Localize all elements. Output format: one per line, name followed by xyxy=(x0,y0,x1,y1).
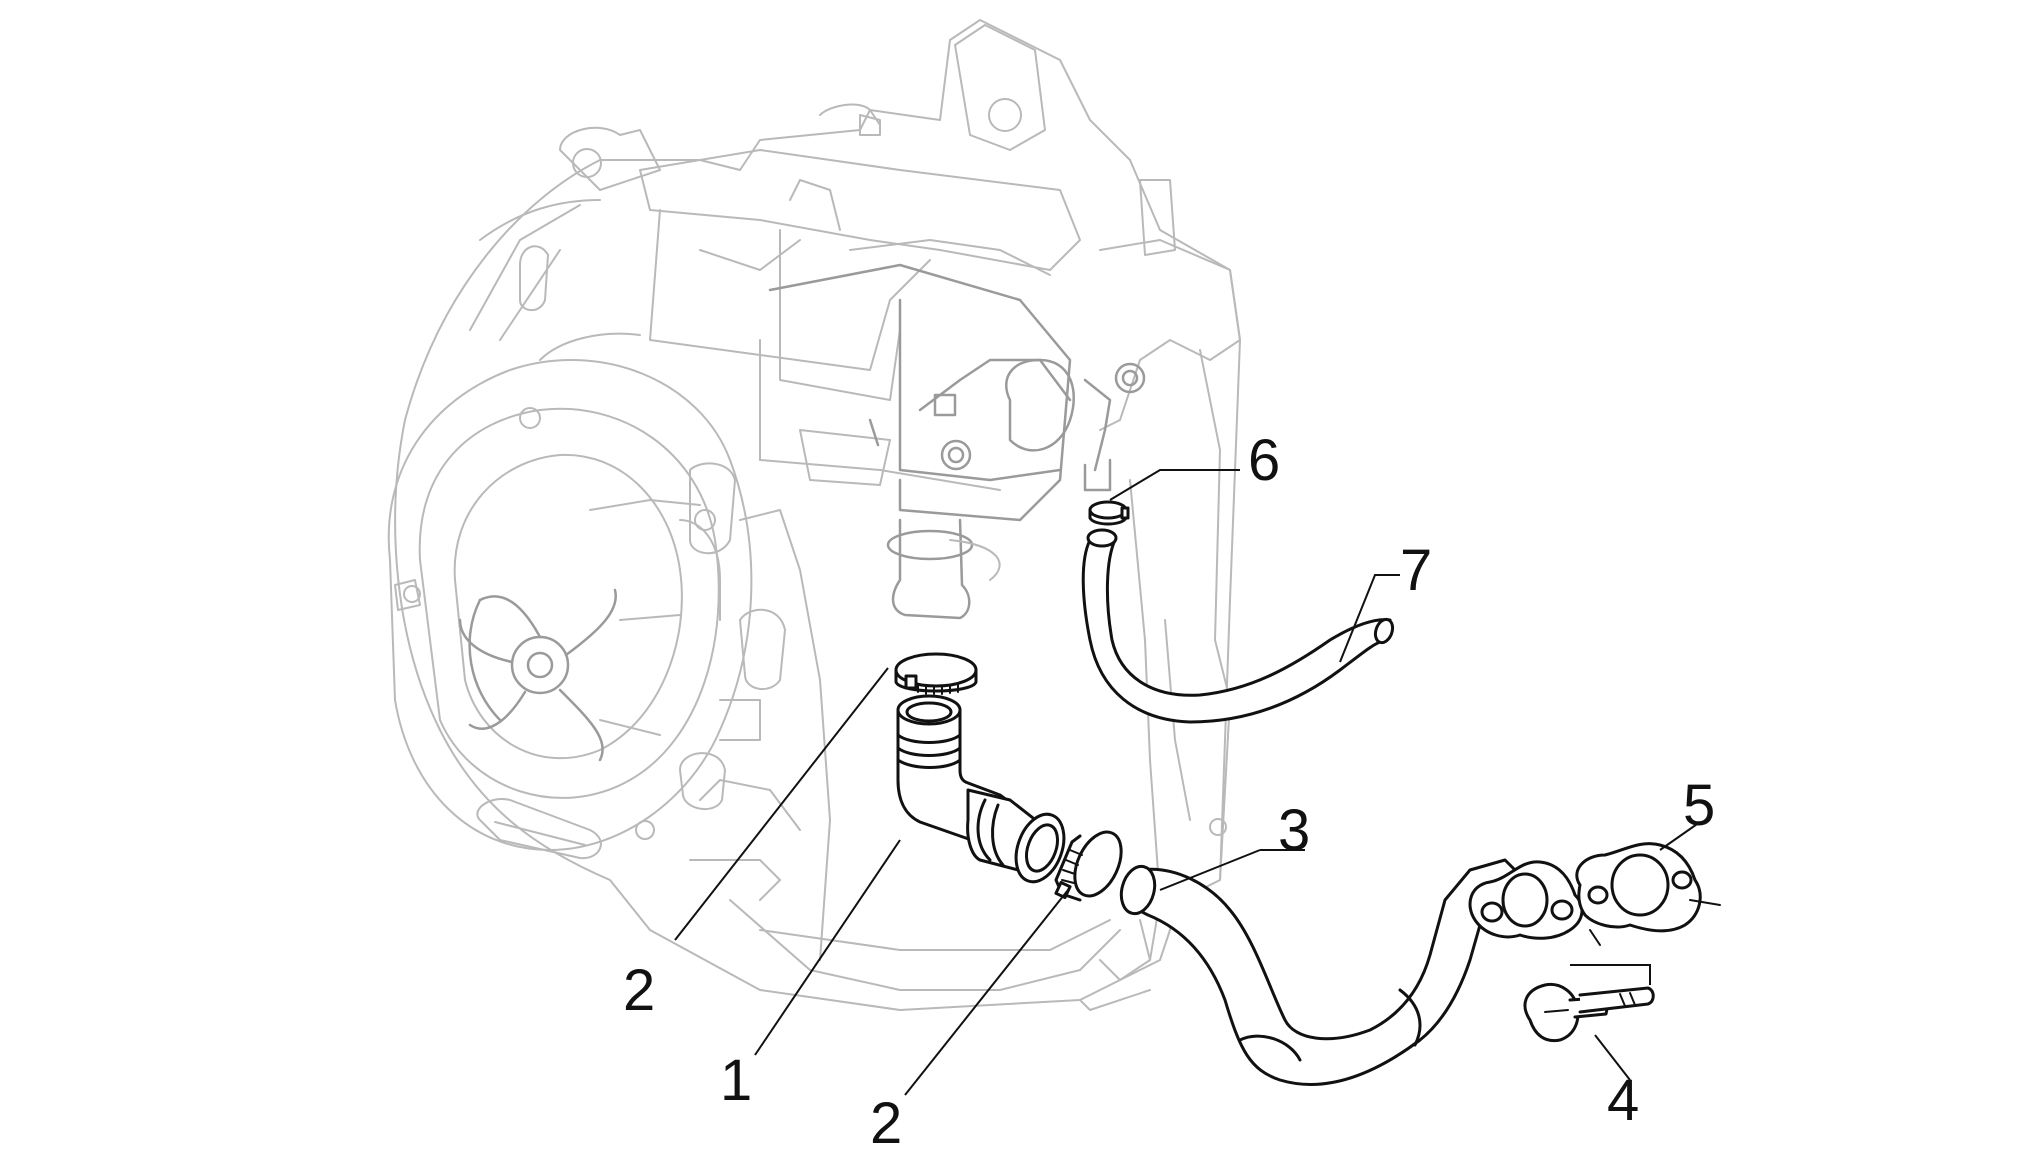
part-4-bolt xyxy=(1523,982,1655,1043)
callout-6: 6 xyxy=(1248,428,1280,493)
callout-2-lower: 2 xyxy=(870,1091,902,1149)
leader-lines xyxy=(674,469,1701,1096)
callout-1: 1 xyxy=(720,1048,752,1113)
callout-5: 5 xyxy=(1683,773,1715,838)
callout-3: 3 xyxy=(1278,798,1310,863)
engine-housing xyxy=(387,19,1241,1011)
part-5-flange-gasket xyxy=(1468,842,1721,946)
callout-7: 7 xyxy=(1400,538,1432,603)
part-1-elbow-connector xyxy=(896,694,1066,884)
callout-4: 4 xyxy=(1607,1068,1639,1133)
callout-2-upper: 2 xyxy=(623,958,655,1023)
part-2-hose-clamp-upper xyxy=(894,652,978,695)
impeller xyxy=(458,588,618,762)
part-2-hose-clamp-lower xyxy=(1054,830,1123,902)
part-7-overflow-hose xyxy=(1081,528,1395,724)
part-6-small-clamp xyxy=(1088,500,1130,526)
part-3-coolant-hose xyxy=(1119,858,1527,1086)
